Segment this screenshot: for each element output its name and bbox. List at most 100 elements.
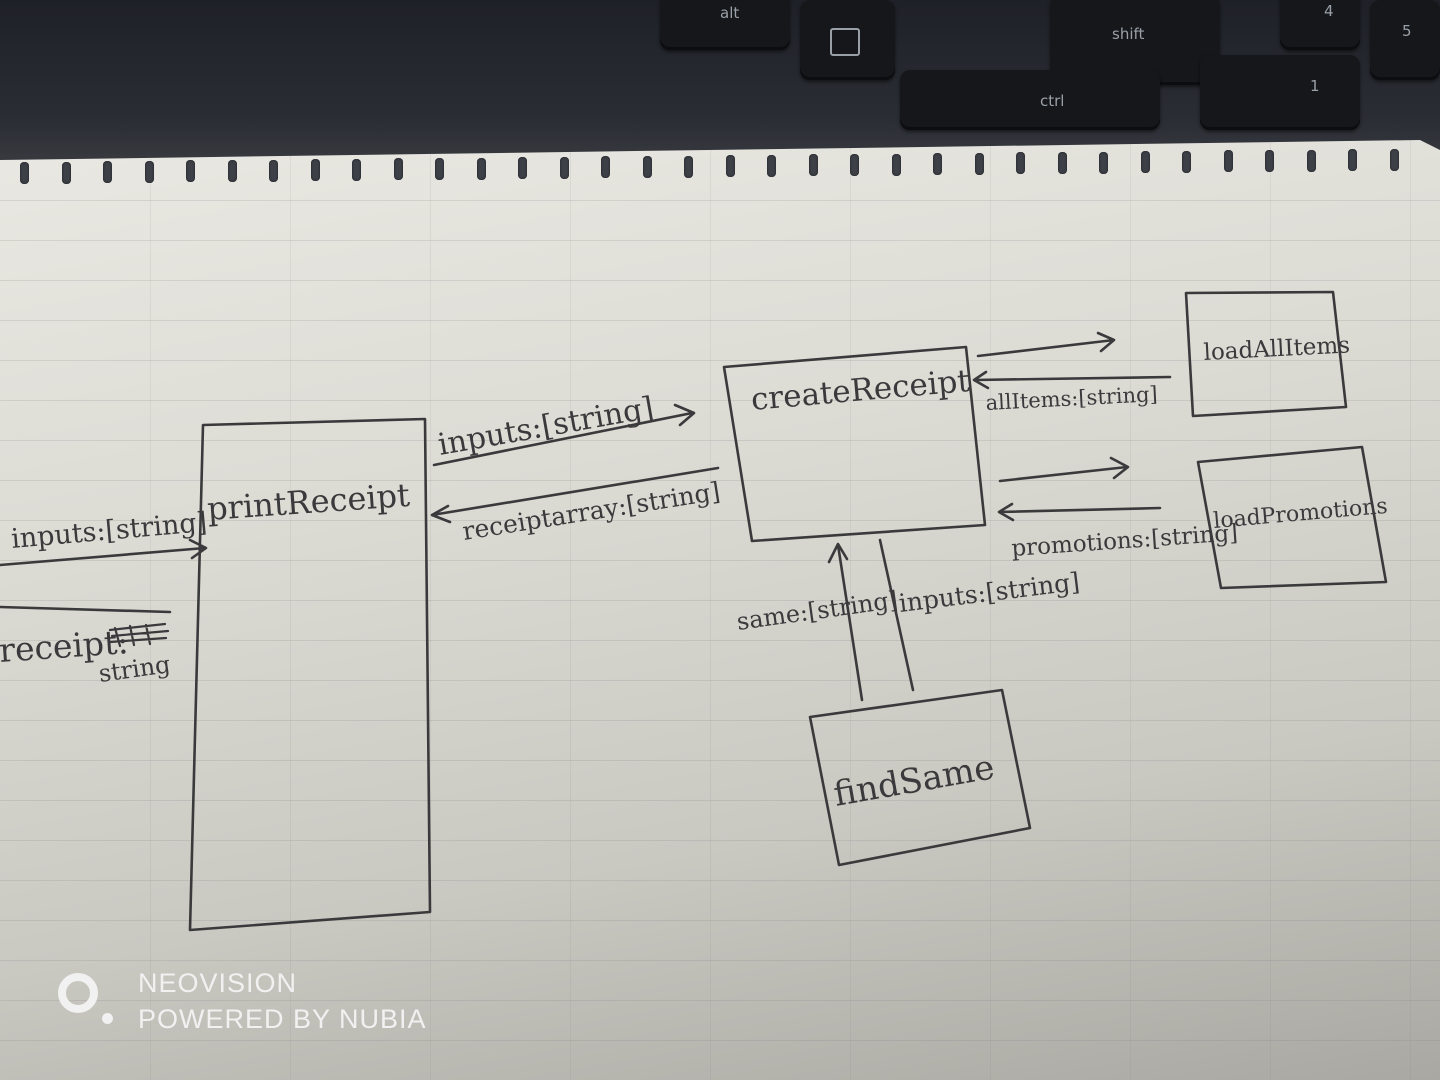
spiral-hole — [1306, 149, 1316, 172]
paper-fold-line — [570, 140, 571, 1080]
same-label: same:[string] — [735, 586, 900, 636]
ruled-line — [0, 1040, 1440, 1041]
print-receipt-box — [188, 417, 432, 932]
load-all-items-box — [1184, 290, 1348, 418]
spiral-hole — [1389, 148, 1399, 171]
key-alt: alt — [660, 0, 790, 50]
spiral-hole — [435, 158, 444, 180]
spiral-hole — [1223, 150, 1233, 173]
find-same-inputs-label: inputs:[string] — [897, 567, 1081, 618]
key-1-label: 1 — [1310, 77, 1320, 95]
spiral-hole — [518, 157, 527, 180]
watermark-text: NEOVISION POWERED BY NUBIA — [138, 965, 427, 1037]
spiral-hole — [767, 154, 776, 177]
paper-fold-line — [1130, 140, 1131, 1080]
spiral-hole — [186, 160, 195, 183]
ruled-line — [0, 400, 1440, 401]
outer-inputs-label: inputs:[string] — [10, 507, 208, 555]
spiral-hole — [1016, 152, 1025, 175]
key-1: 1 — [1200, 55, 1360, 130]
camera-logo-icon — [58, 973, 98, 1013]
paper-fold-line — [710, 140, 711, 1080]
arrow-promotions-to-create — [997, 502, 1162, 522]
load-promotions-label: loadPromotions — [1212, 494, 1388, 534]
load-all-items-label: loadAllItems — [1203, 332, 1351, 366]
ruled-line — [0, 320, 1440, 321]
arrow-to-load-promotions — [998, 456, 1130, 483]
ruled-line — [0, 560, 1440, 561]
ruled-line — [0, 960, 1440, 961]
spiral-hole — [352, 158, 361, 181]
find-same-label: findSame — [831, 747, 998, 815]
spiral-hole — [1057, 152, 1067, 174]
paper-fold-line — [990, 140, 991, 1080]
spiral-hole — [684, 155, 693, 178]
paper-fold-line — [850, 140, 851, 1080]
spiral-hole — [393, 158, 403, 181]
spiral-hole — [1182, 150, 1191, 173]
ruled-line — [0, 920, 1440, 921]
key-4: 4 — [1280, 0, 1360, 50]
paper-fold-line — [290, 140, 291, 1080]
spiral-hole — [61, 161, 71, 184]
ruled-line — [0, 280, 1440, 281]
scribbled-out-text — [108, 622, 170, 648]
ruled-line — [0, 240, 1440, 241]
spiral-holes — [0, 140, 1440, 184]
ruled-line — [0, 520, 1440, 521]
create-receipt-label: createReceipt — [750, 363, 972, 418]
key-menu — [800, 0, 895, 80]
spiral-hole — [476, 157, 486, 180]
arrow-same-to-create — [827, 542, 864, 702]
ruled-line — [0, 720, 1440, 721]
notebook-page — [0, 140, 1440, 1080]
spiral-hole — [1099, 151, 1108, 174]
key-shift-label: shift — [1112, 25, 1145, 43]
spiral-hole — [974, 152, 984, 175]
ruled-line — [0, 440, 1440, 441]
receiptarray-label: receiptarray:[string] — [460, 477, 722, 546]
spiral-hole — [850, 154, 859, 176]
spiral-hole — [310, 159, 320, 182]
load-promotions-box — [1196, 445, 1388, 590]
spiral-hole — [725, 155, 735, 178]
spiral-hole — [1140, 151, 1150, 174]
key-5: 5 — [1370, 0, 1440, 80]
to-create-inputs-label: inputs:[string] — [435, 390, 656, 462]
key-4-label: 4 — [1324, 2, 1334, 20]
watermark-line1: NEOVISION — [138, 968, 298, 998]
arrow-inputs-to-find-same — [878, 538, 915, 692]
spiral-hole — [642, 156, 652, 178]
all-items-label: allItems:[string] — [985, 382, 1158, 415]
ruled-line — [0, 200, 1440, 201]
paper-fold-line — [150, 140, 151, 1080]
ruled-line — [0, 800, 1440, 801]
ruled-line — [0, 1000, 1440, 1001]
spiral-hole — [891, 153, 901, 176]
find-same-box — [808, 688, 1032, 867]
keyboard-background: alt shift ctrl 1 4 5 — [0, 0, 1440, 170]
spiral-hole — [808, 154, 818, 177]
spiral-hole — [1348, 149, 1357, 172]
key-5-label: 5 — [1402, 22, 1412, 40]
paper-fold-line — [1410, 140, 1411, 1080]
spiral-hole — [1265, 150, 1274, 172]
spiral-hole — [103, 161, 112, 184]
arrow-receiptarray-to-print — [430, 466, 720, 524]
spiral-hole — [20, 162, 29, 184]
menu-icon — [830, 28, 860, 56]
ruled-line — [0, 880, 1440, 881]
print-receipt-label: printReceipt — [206, 476, 411, 528]
spiral-hole — [227, 160, 237, 182]
spiral-hole — [269, 159, 278, 182]
outer-receipt-label: receipt: — [0, 622, 130, 670]
arrow-all-items-to-create — [972, 370, 1172, 390]
arrow-to-load-all-items — [976, 331, 1116, 358]
spiral-hole — [144, 160, 154, 183]
key-ctrl: ctrl — [900, 70, 1160, 130]
key-alt-label: alt — [720, 4, 740, 22]
promotions-label: promotions:[string] — [1011, 520, 1239, 562]
watermark-line2: POWERED BY NUBIA — [138, 1004, 427, 1034]
ruled-line — [0, 640, 1440, 641]
